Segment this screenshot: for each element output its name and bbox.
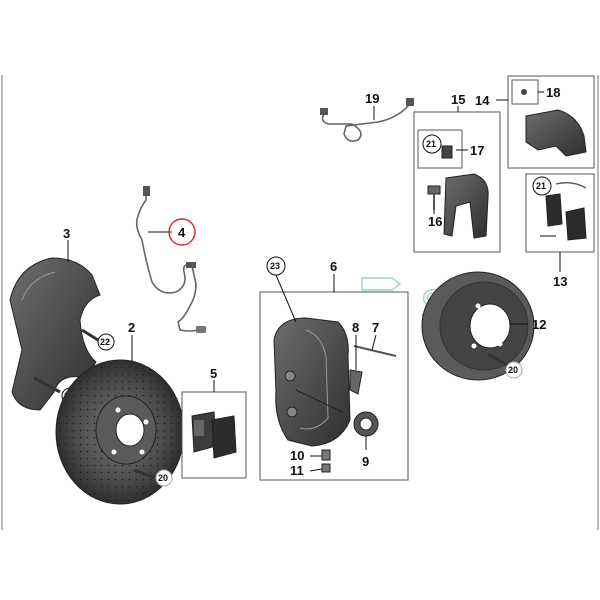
front-brake-disc [55,359,185,505]
caliper-carrier-box [413,111,501,253]
highlight-ring-4 [168,218,196,246]
circled-22: 22 [100,337,110,347]
callout-16: 16 [428,214,442,229]
circle-21-pads [532,176,552,196]
leader-7 [371,334,377,351]
brake-shield-part [9,257,101,411]
callout-5: 5 [210,366,217,381]
callout-14: 14 [475,93,490,108]
bolt-16 [427,185,441,195]
bleed-screw-10 [321,449,331,461]
callout-11: 11 [290,463,304,478]
guide-pin-7 [353,345,397,357]
rear-caliper-box [507,75,595,169]
rear-wear-sensor-cable [320,98,414,142]
rear-brake-disc [421,271,535,381]
callout-19: 19 [365,91,379,106]
callout-13: 13 [553,274,567,289]
circled-21-pads: 21 [536,181,546,191]
bolt-17 [441,145,453,159]
circled-21-top: 21 [426,139,436,149]
circled-20-front: 20 [158,473,168,483]
callout-7: 7 [372,320,379,335]
callout-2: 2 [128,320,135,335]
callout-9: 9 [362,454,369,469]
bleed-valve-18 [521,89,527,95]
caliper-assembly-box [259,291,409,481]
callout-17: 17 [470,143,484,158]
callout-8: 8 [352,320,359,335]
callout-18: 18 [546,85,560,100]
circle-21-top [422,134,442,154]
wear-sensor-cable [135,186,206,333]
leader-11 [309,468,323,472]
circled-23: 23 [270,261,280,271]
bolt-22: 22 [81,328,115,351]
callout-6: 6 [330,259,337,274]
rear-brake-pads-box [525,173,595,253]
front-brake-pads-box [181,391,247,479]
callout-10: 10 [290,448,304,463]
bolt-20-rear [487,352,509,368]
circled-20-rear: 20 [508,365,518,375]
callout-12: 12 [532,317,546,332]
bolt-20-front [133,468,157,480]
callout-4: 4 [178,225,186,240]
circle-20-front [155,469,173,487]
circle-20-rear [505,361,523,379]
leader-23 [275,274,297,323]
cap-11 [321,463,331,473]
spring-8 [349,369,363,395]
callout-3: 3 [63,226,70,241]
callout-15: 15 [451,92,465,107]
